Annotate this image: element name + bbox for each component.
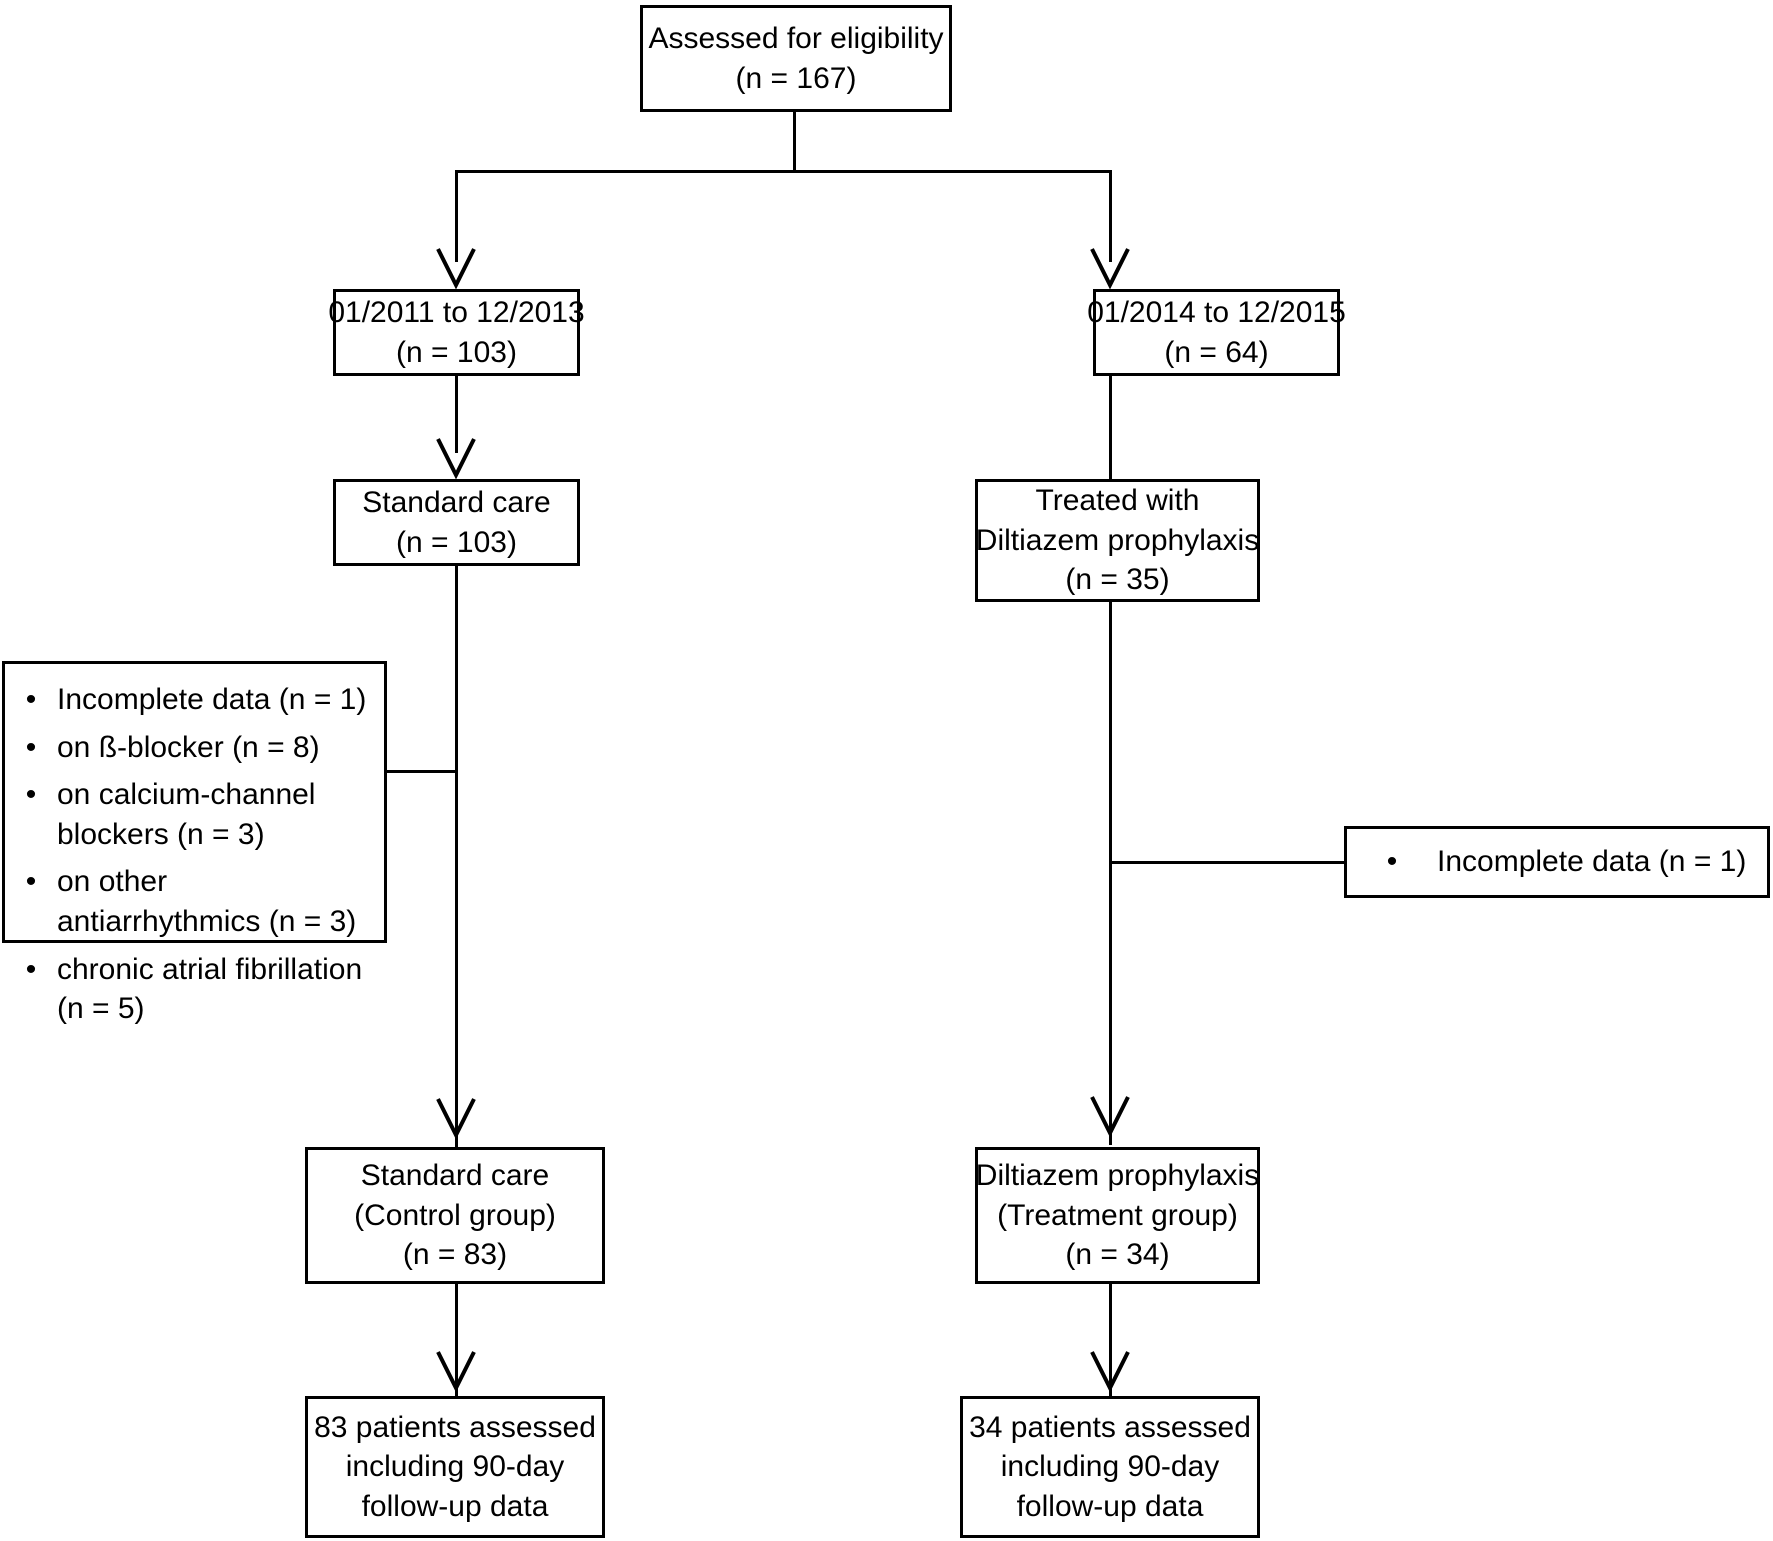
arrowhead-to-outcome-right: [1090, 1351, 1130, 1393]
list-item-line: on ß-blocker (n = 8): [57, 730, 320, 764]
node-standard-care: Standard care (n = 103): [333, 479, 580, 566]
connector-standard-care-to-control: [455, 565, 458, 1147]
list-item-line: (n = 5): [57, 992, 145, 1026]
arrowhead-to-standard-care: [436, 438, 476, 480]
node-control-group: Standard care (Control group) (n = 83): [305, 1147, 605, 1284]
node-outcome-right: 34 patients assessed including 90-day fo…: [960, 1396, 1260, 1538]
node-period-2014-2015: 01/2014 to 12/2015 (n = 64): [1087, 289, 1346, 376]
connector-branch-right-down: [1109, 170, 1112, 262]
bullet-icon: •: [25, 865, 37, 899]
node-treated-with-diltiazem: Treated with Diltiazem prophylaxis (n = …: [975, 479, 1260, 602]
connector-branch-bar: [455, 170, 1112, 173]
bullet-icon: •: [1386, 845, 1398, 879]
right-exclusions-box: • Incomplete data (n = 1): [1344, 826, 1770, 898]
arrowhead-to-period-right: [1090, 248, 1130, 290]
node-line: (Treatment group): [997, 1198, 1238, 1232]
node-treatment-group: Diltiazem prophylaxis (Treatment group) …: [975, 1147, 1260, 1284]
list-item-label: on calcium-channel blockers (n = 3): [57, 775, 376, 854]
node-line: Diltiazem prophylaxis: [975, 523, 1260, 557]
node-line: (n = 35): [1065, 563, 1170, 597]
node-line: Assessed for eligibility: [648, 21, 944, 55]
node-line: Standard care: [362, 485, 551, 519]
node-line: Treated with: [1035, 484, 1200, 518]
list-item-label: Incomplete data (n = 1): [1437, 842, 1767, 882]
list-item: • on ß-blocker (n = 8): [5, 728, 376, 768]
node-line: 01/2014 to 12/2015: [1087, 295, 1346, 329]
list-item-line: chronic atrial fibrillation: [57, 952, 363, 986]
list-item-line: Incomplete data (n = 1): [1437, 845, 1747, 879]
node-outcome-left: 83 patients assessed including 90-day fo…: [305, 1396, 605, 1538]
node-line: (n = 103): [396, 525, 517, 559]
list-item-line: on calcium-channel: [57, 778, 316, 812]
left-exclusions-box: • Incomplete data (n = 1) • on ß-blocker…: [2, 661, 387, 1025]
list-item-label: Incomplete data (n = 1): [57, 680, 376, 720]
bullet-icon: •: [25, 952, 37, 986]
list-item-line: Incomplete data (n = 1): [57, 683, 367, 716]
node-line: (n = 83): [402, 1238, 508, 1272]
list-item: • Incomplete data (n = 1): [5, 680, 376, 720]
list-item-line: blockers (n = 3): [57, 817, 265, 851]
node-line: 83 patients assessed: [314, 1410, 596, 1444]
connector-control-to-outcome: [455, 1284, 458, 1396]
bullet-icon: •: [25, 730, 37, 764]
list-item: • on other antiarrhythmics (n = 3): [5, 862, 376, 941]
list-item: • chronic atrial fibrillation (n = 5): [5, 950, 376, 1029]
node-line: including 90-day: [345, 1450, 565, 1484]
list-item-line: on other: [57, 865, 168, 899]
list-item: • Incomplete data (n = 1): [1347, 842, 1767, 882]
node-line: 01/2011 to 12/2013: [328, 295, 585, 329]
node-line: (n = 167): [735, 61, 857, 95]
node-period-2011-2013: 01/2011 to 12/2013 (n = 103): [328, 289, 585, 376]
node-line: follow-up data: [1016, 1489, 1204, 1523]
connector-assessed-to-branch: [793, 110, 796, 172]
node-line: (n = 64): [1164, 335, 1269, 369]
connector-period-left-to-standard-care: [455, 375, 458, 453]
node-assessed-for-eligibility: Assessed for eligibility (n = 167): [640, 5, 952, 112]
arrowhead-to-outcome-left: [436, 1351, 476, 1393]
list-item-line: antiarrhythmics (n = 3): [57, 904, 357, 938]
connector-treated-to-treatment-group: [1109, 600, 1112, 1145]
connector-right-exclusions-tick: [1109, 861, 1345, 864]
list-item-label: chronic atrial fibrillation (n = 5): [57, 950, 376, 1029]
node-line: (n = 34): [1065, 1238, 1170, 1272]
connector-left-exclusions-tick: [386, 770, 458, 773]
connector-branch-left-down: [455, 170, 458, 262]
list-item-label: on ß-blocker (n = 8): [57, 728, 376, 768]
connector-period-right-to-treated: [1109, 375, 1112, 500]
node-line: Standard care: [360, 1159, 550, 1193]
list-item: • on calcium-channel blockers (n = 3): [5, 775, 376, 854]
list-item-label: on other antiarrhythmics (n = 3): [57, 862, 376, 941]
node-line: 34 patients assessed: [969, 1410, 1251, 1444]
arrowhead-to-control-group: [436, 1098, 476, 1140]
bullet-icon: •: [25, 683, 37, 716]
node-line: follow-up data: [361, 1489, 549, 1523]
arrowhead-to-treatment-group: [1090, 1096, 1130, 1138]
node-line: (Control group): [354, 1198, 556, 1232]
node-line: including 90-day: [1000, 1450, 1220, 1484]
node-line: Diltiazem prophylaxis: [975, 1159, 1260, 1193]
node-line: (n = 103): [396, 335, 517, 369]
bullet-icon: •: [25, 778, 37, 812]
connector-treatment-to-outcome: [1109, 1284, 1112, 1396]
arrowhead-to-period-left: [436, 248, 476, 290]
